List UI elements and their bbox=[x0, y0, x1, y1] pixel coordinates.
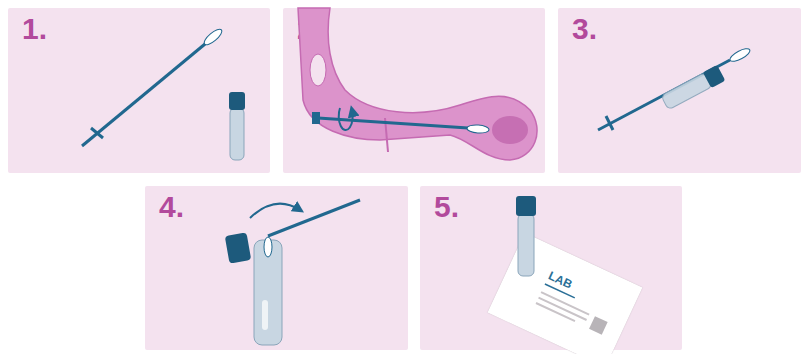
swab bbox=[598, 46, 752, 130]
vial bbox=[229, 92, 245, 160]
envelope-details bbox=[536, 284, 611, 335]
vial bbox=[225, 232, 282, 345]
envelope: LAB bbox=[487, 233, 642, 354]
step-panel: 1. bbox=[8, 8, 270, 173]
vial bbox=[516, 196, 536, 276]
envelope-label: LAB bbox=[547, 269, 574, 290]
body-illustration bbox=[298, 8, 537, 160]
step-panel: 2. bbox=[283, 8, 545, 173]
step-panel: 4. bbox=[145, 186, 408, 350]
swab bbox=[82, 27, 224, 146]
swab bbox=[250, 200, 360, 257]
step-panel: 3. bbox=[558, 8, 801, 173]
step-number: 3. bbox=[572, 12, 597, 45]
vial bbox=[660, 65, 725, 111]
swab bbox=[312, 108, 489, 134]
step-number: 1. bbox=[22, 12, 47, 45]
step-panel: 5. LAB bbox=[420, 186, 682, 350]
step-number: 4. bbox=[159, 190, 184, 223]
step-number: 2. bbox=[297, 12, 322, 45]
step-number: 5. bbox=[434, 190, 459, 223]
